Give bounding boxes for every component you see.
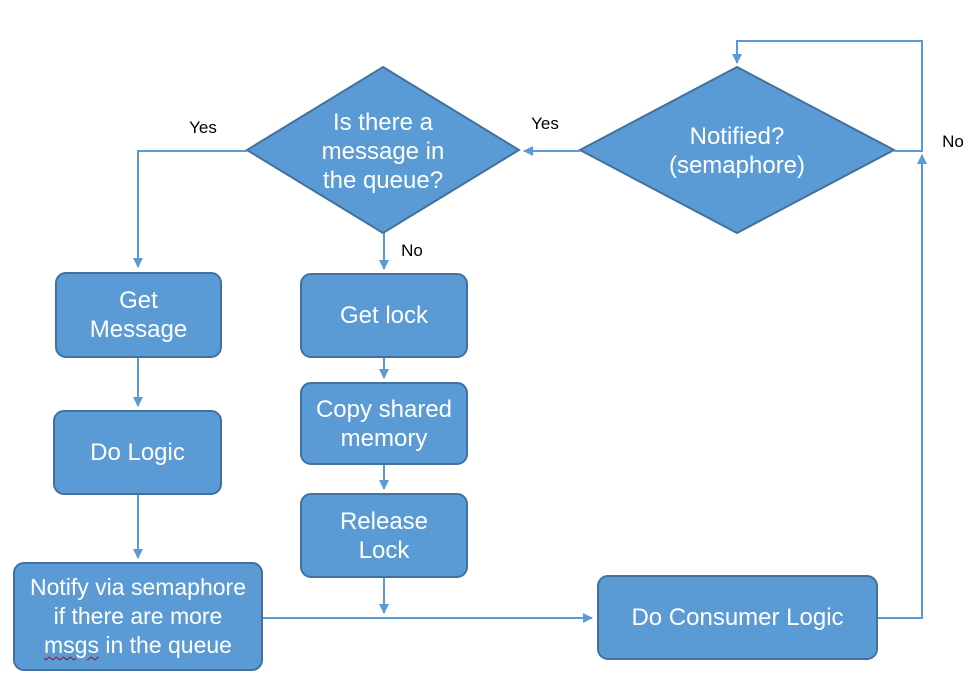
notify-line1: Notify via semaphore	[29, 574, 247, 600]
notify-misspelled-word: msgs	[44, 632, 99, 658]
edge-label-yes-middle: Yes	[531, 114, 559, 133]
node-do-consumer-logic: Do Consumer Logic	[597, 575, 878, 660]
notify-line3-rest: in the queue	[98, 632, 232, 658]
node-get-lock: Get lock	[300, 273, 468, 358]
node-release-lock: Release Lock	[300, 493, 468, 578]
connector-yes-to-get-message	[133, 150, 247, 268]
node-notify-via-semaphore: Notify via semaphore if there are more m…	[13, 562, 263, 671]
decision-notified-shape	[577, 65, 897, 235]
decision-notified-label: Notified? (semaphore)	[668, 123, 806, 179]
node-get-message: Get Message	[55, 272, 222, 358]
connector-notified-no-loop	[732, 40, 923, 152]
notify-label: Notify via semaphore if there are more m…	[30, 573, 246, 660]
node-do-logic: Do Logic	[53, 410, 222, 495]
edge-label-no-notified: No	[942, 132, 964, 151]
decision-message-in-queue-label: Is there a message in the queue?	[321, 108, 445, 194]
connector-do-consumer-to-notified	[878, 154, 927, 619]
edge-label-no-queue: No	[401, 241, 423, 260]
edge-label-yes-left: Yes	[189, 118, 217, 137]
node-copy-shared-memory: Copy shared memory	[300, 382, 468, 465]
notify-line2: if there are more	[53, 603, 223, 629]
